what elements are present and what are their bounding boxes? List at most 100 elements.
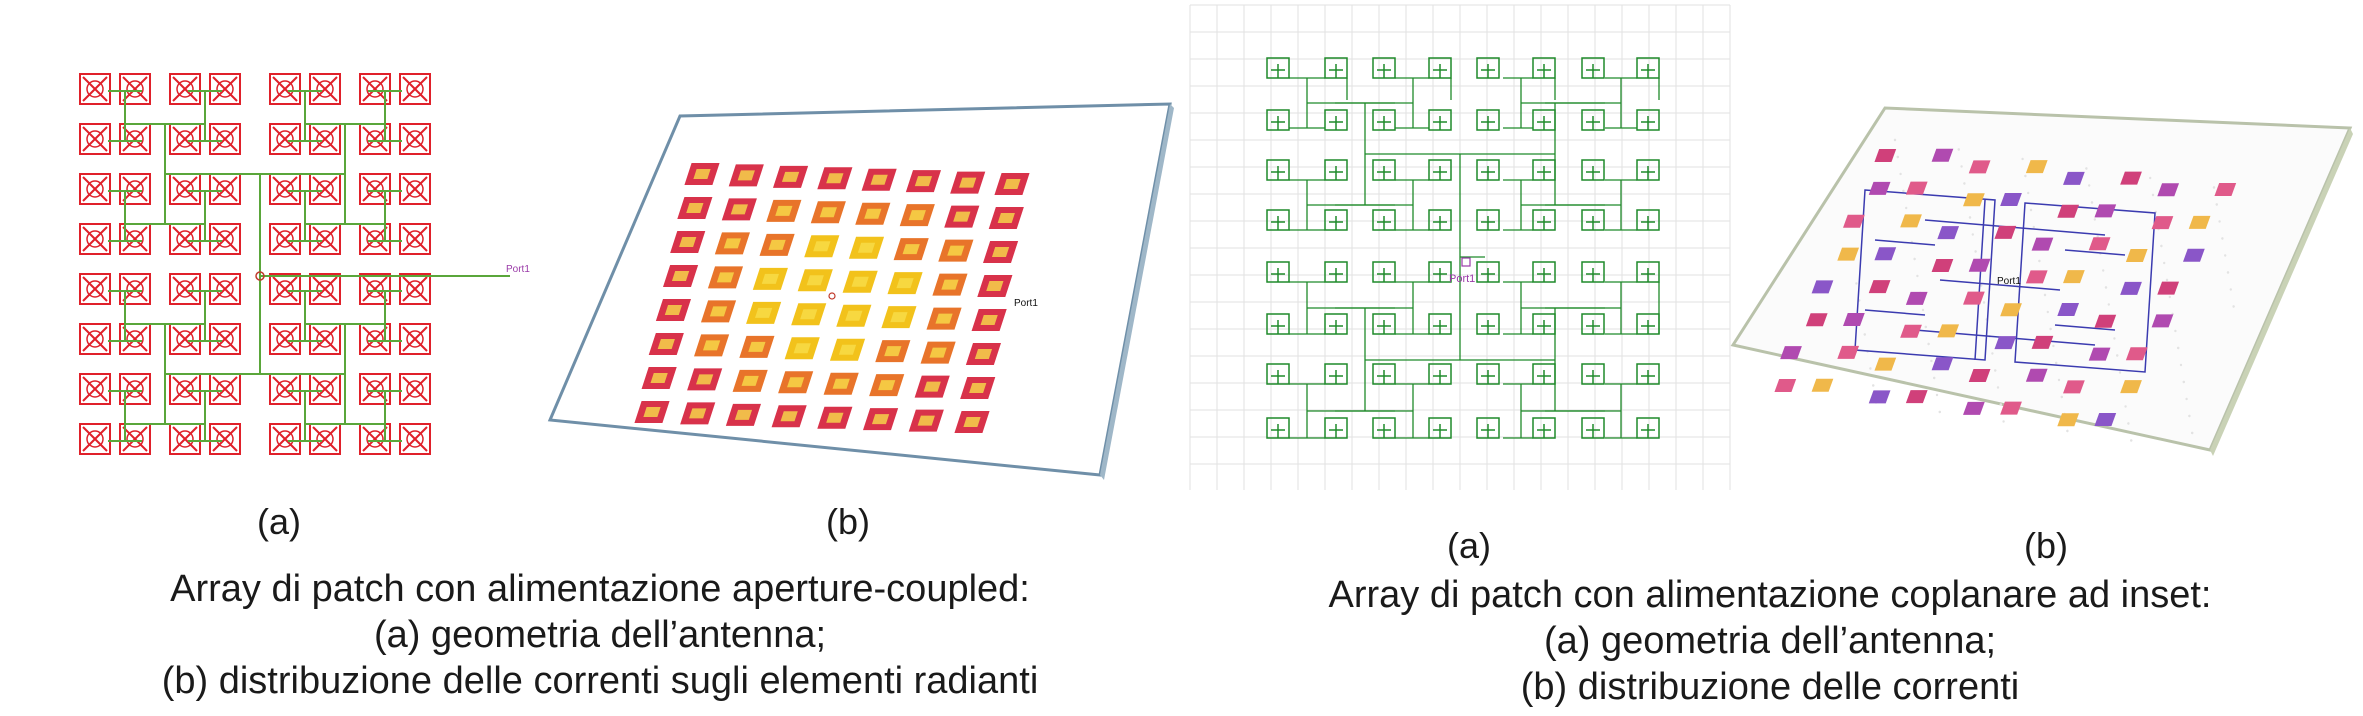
current-patch bbox=[2125, 249, 2148, 262]
patch-element bbox=[309, 273, 341, 305]
current-patch bbox=[977, 275, 1013, 297]
current-patch bbox=[2025, 368, 2048, 382]
left-geometry-panel: Port1 bbox=[70, 66, 530, 506]
feed-line bbox=[288, 190, 360, 242]
current-patch bbox=[908, 409, 944, 432]
inset-patch bbox=[1324, 363, 1348, 385]
current-patch bbox=[2120, 281, 2142, 295]
patch-element bbox=[79, 73, 111, 105]
current-patch bbox=[810, 201, 846, 224]
current-patch bbox=[721, 198, 757, 221]
current-patch bbox=[759, 233, 795, 256]
feed-line bbox=[1335, 77, 1452, 129]
inset-array bbox=[1266, 57, 1660, 439]
current-patch bbox=[2094, 204, 2117, 218]
inset-patch bbox=[1581, 109, 1605, 131]
current-patch bbox=[2214, 183, 2237, 196]
current-patch bbox=[994, 173, 1030, 195]
current-patch bbox=[1843, 214, 1865, 228]
patch-element bbox=[359, 273, 391, 305]
patch-element bbox=[359, 73, 391, 105]
current-patch bbox=[1843, 313, 1865, 326]
current-patch bbox=[954, 411, 990, 433]
feed-line bbox=[108, 290, 180, 342]
current-patch bbox=[2057, 204, 2080, 218]
inset-patch bbox=[1476, 209, 1500, 231]
current-patch bbox=[1963, 291, 1985, 305]
current-patch bbox=[2188, 215, 2211, 229]
patch-element bbox=[399, 273, 431, 305]
patch-element bbox=[309, 423, 341, 455]
current-patch bbox=[836, 304, 872, 327]
patch-element bbox=[79, 323, 111, 355]
current-patch bbox=[2063, 171, 2085, 185]
inset-patch bbox=[1532, 159, 1556, 181]
inset-patch bbox=[1372, 109, 1396, 131]
inset-patch bbox=[1532, 209, 1556, 231]
patch-element bbox=[209, 123, 241, 155]
current-patch bbox=[2057, 413, 2080, 427]
right-label-a: (a) bbox=[1447, 525, 1491, 566]
inset-patch bbox=[1324, 313, 1348, 335]
current-patch bbox=[1994, 225, 2017, 239]
inset-patch bbox=[1324, 261, 1348, 283]
patch-element bbox=[119, 73, 151, 105]
current-patch bbox=[960, 377, 996, 399]
inset-patch bbox=[1636, 313, 1660, 335]
current-patch bbox=[817, 167, 853, 190]
inset-patch bbox=[1476, 313, 1500, 335]
inset-patch bbox=[1324, 417, 1348, 439]
inset-patch bbox=[1266, 313, 1290, 335]
left-caption-line-3: (b) distribuzione delle correnti sugli e… bbox=[161, 660, 1039, 702]
inset-patch bbox=[1636, 57, 1660, 79]
current-patch bbox=[2057, 303, 2080, 316]
inset-patch bbox=[1266, 109, 1290, 131]
feed-line bbox=[164, 324, 346, 424]
inset-patch bbox=[1476, 109, 1500, 131]
current-patch bbox=[971, 309, 1007, 331]
inset-patch bbox=[1532, 313, 1556, 335]
feed-line bbox=[1503, 77, 1605, 129]
inset-patch bbox=[1372, 363, 1396, 385]
feed-line bbox=[288, 390, 360, 442]
inset-patch bbox=[1636, 417, 1660, 439]
inset-patch bbox=[1428, 417, 1452, 439]
inset-patch bbox=[1428, 209, 1452, 231]
current-patch bbox=[1905, 181, 1928, 195]
current-patch bbox=[2031, 237, 2054, 251]
feed-line bbox=[1289, 383, 1395, 439]
inset-patch bbox=[1428, 363, 1452, 385]
inset-patch bbox=[1428, 261, 1452, 283]
patch-element bbox=[209, 273, 241, 305]
inset-patch bbox=[1636, 363, 1660, 385]
coplanar-inset-current-distribution: Port1 bbox=[1730, 106, 2353, 456]
current-patch bbox=[670, 231, 706, 253]
inset-patch bbox=[1581, 313, 1605, 335]
current-patch bbox=[869, 374, 905, 397]
current-patch bbox=[920, 341, 956, 364]
patch-element bbox=[269, 323, 301, 355]
current-patch bbox=[1963, 193, 1985, 207]
inset-patch bbox=[1266, 417, 1290, 439]
inset-patch bbox=[1324, 109, 1348, 131]
patch-element bbox=[209, 73, 241, 105]
inset-patch bbox=[1476, 417, 1500, 439]
current-patch bbox=[700, 300, 737, 323]
patch-element bbox=[399, 73, 431, 105]
current-patch bbox=[1937, 324, 1960, 338]
patch-element bbox=[309, 323, 341, 355]
patch-element bbox=[209, 173, 241, 205]
feed-point bbox=[828, 292, 836, 300]
patch-element bbox=[209, 323, 241, 355]
current-patch bbox=[1900, 324, 1922, 338]
right-caption-line-3: (b) distribuzione delle correnti bbox=[1520, 666, 2020, 708]
current-patch bbox=[752, 267, 788, 290]
current-patch bbox=[2025, 270, 2048, 284]
current-patch bbox=[655, 299, 692, 321]
patch-element bbox=[209, 423, 241, 455]
patch-element bbox=[169, 373, 201, 405]
current-patch bbox=[1774, 379, 1797, 392]
patch-element bbox=[79, 173, 111, 205]
current-patch bbox=[914, 375, 950, 398]
substrate-edge bbox=[2210, 128, 2353, 456]
